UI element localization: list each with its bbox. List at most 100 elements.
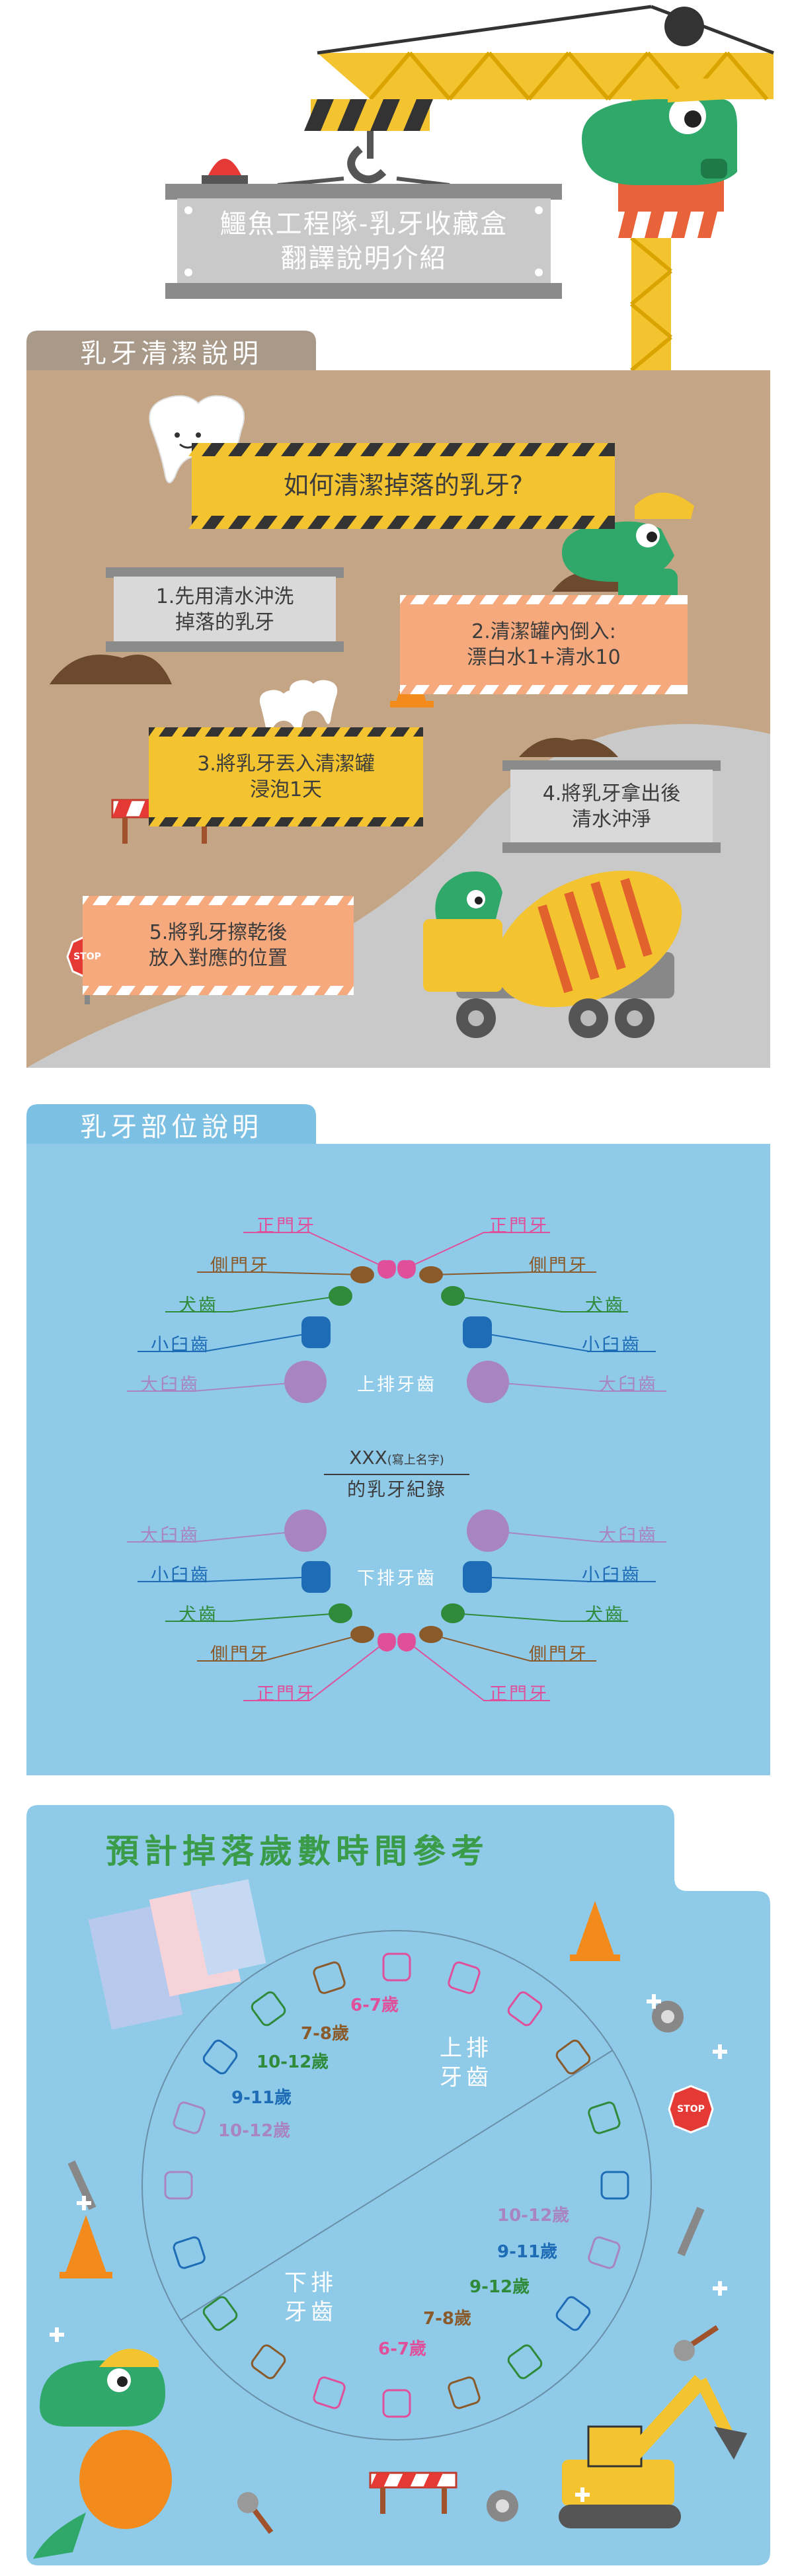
lower-right-second-molar-tooth: [467, 1509, 509, 1552]
age-tooth-slot: [448, 2376, 481, 2409]
record-caption: 的乳牙紀錄: [346, 1478, 446, 1500]
age-lower-canine: 9-12歲: [469, 2277, 530, 2297]
lower-left-lateral-incisor-leader: [197, 1634, 363, 1662]
age-tooth-slot: [313, 1961, 346, 1994]
label-upper-right-first-molar: 小臼齒: [582, 1335, 641, 1355]
lower-right-second-molar-leader: [487, 1530, 666, 1543]
ages-upper-label: 上排 牙齒: [440, 2034, 493, 2091]
lower-right-canine-tooth: [441, 1603, 465, 1623]
step5-plate-shape: [83, 896, 354, 995]
age-upper-first-molar: 9-11歲: [231, 2088, 292, 2108]
positions-background: [26, 1104, 770, 1775]
age-tooth-slot: [173, 2101, 206, 2134]
lower-left-first-molar-tooth: [301, 1561, 331, 1593]
age-lower-second-molar: 10-12歲: [497, 2206, 570, 2226]
upper-right-first-molar-tooth: [463, 1316, 492, 1348]
name-record-center: XXX(寫上名字) 的乳牙紀錄: [311, 1445, 483, 1504]
upper-left-second-molar-leader: [127, 1381, 306, 1392]
age-upper-canine: 10-12歲: [257, 2052, 329, 2072]
age-upper-lateral: 7-8歲: [301, 2024, 349, 2044]
label-lower-left-canine: 犬齒: [179, 1605, 218, 1625]
label-upper-left-lateral: 側門牙: [210, 1256, 270, 1276]
lower-right-canine-leader: [452, 1613, 628, 1622]
step1-text: 1.先用清水沖洗 掉落的乳牙: [155, 585, 294, 634]
upper-right-central-incisor-leader: [406, 1232, 550, 1269]
upper-left-lateral-incisor-leader: [197, 1271, 363, 1275]
age-tooth-slot: [448, 1961, 481, 1994]
title-plate-shape: [165, 184, 562, 299]
ages-section: 預計掉落歲數時間參考 上排 牙齒 下排 牙齒 6-7歲 7-8歲 10-12歲 …: [0, 1798, 794, 2576]
lower-right-first-molar-leader: [477, 1576, 656, 1582]
lower-left-central-incisor-tooth: [377, 1632, 396, 1652]
age-lower-lateral: 7-8歲: [423, 2309, 471, 2329]
label-lower-left-first-molar: 小臼齒: [151, 1565, 210, 1586]
label-upper-left-first-molar: 小臼齒: [151, 1335, 210, 1355]
label-lower-right-canine: 犬齒: [585, 1605, 625, 1625]
step3-text: 3.將乳牙丟入清潔罐 浸泡1天: [197, 752, 375, 801]
step3-plate-shape: [149, 727, 423, 826]
age-tooth-slot: [382, 2389, 411, 2418]
age-tooth-slot: [588, 2101, 621, 2134]
age-tooth-slot: [251, 2344, 286, 2380]
age-outer-ring: [141, 1930, 652, 2440]
upper-left-first-molar-leader: [138, 1332, 317, 1352]
ages-background: [26, 1805, 770, 2565]
step2-plate-shape: [400, 595, 688, 694]
label-lower-right-central: 正門牙: [489, 1684, 549, 1705]
upper-left-second-molar-tooth: [284, 1361, 327, 1403]
label-upper-left-central: 正門牙: [257, 1216, 316, 1236]
age-tooth-slot: [507, 1991, 543, 2027]
age-tooth-slot: [588, 2236, 621, 2269]
lower-left-canine-tooth: [329, 1603, 352, 1623]
cleaning-question: 如何清潔掉落的乳牙?: [283, 471, 524, 501]
age-upper-central: 6-7歲: [350, 1995, 399, 2015]
age-tooth-slot: [382, 1952, 411, 1982]
lower-row-label: 下排牙齒: [357, 1568, 436, 1589]
age-tooth-slot: [555, 2296, 591, 2331]
label-lower-right-first-molar: 小臼齒: [582, 1565, 641, 1586]
age-tooth-slot: [202, 2039, 238, 2075]
upper-left-canine-leader: [165, 1295, 341, 1312]
step5-text: 5.將乳牙擦乾後 放入對應的位置: [149, 921, 288, 970]
stop-sign-text: STOP: [73, 951, 101, 962]
upper-right-canine-tooth: [441, 1286, 465, 1306]
lower-left-canine-leader: [165, 1613, 341, 1622]
lower-left-lateral-incisor-tooth: [350, 1626, 374, 1643]
lower-right-central-incisor-leader: [406, 1640, 550, 1701]
label-upper-right-lateral: 側門牙: [529, 1256, 588, 1276]
page-title-line2: 翻譯說明介紹: [280, 243, 448, 274]
upper-right-first-molar-leader: [477, 1332, 656, 1352]
age-tooth-slot: [202, 2296, 238, 2331]
age-tooth-slot: [251, 1991, 286, 2027]
upper-right-central-incisor-tooth: [397, 1260, 416, 1279]
upper-right-lateral-incisor-leader: [430, 1271, 596, 1275]
label-lower-left-lateral: 側門牙: [210, 1644, 270, 1665]
name-placeholder-note: (寫上名字): [387, 1453, 444, 1467]
positions-section: 乳牙部位說明 上排牙齒 下排牙齒 XXX(寫上名字) 的乳牙紀錄 正門牙 側門牙…: [0, 1098, 794, 1785]
page-title: 鱷魚工程隊-乳牙收藏盒 翻譯說明介紹: [177, 200, 551, 283]
label-upper-right-second-molar: 大臼齒: [598, 1375, 658, 1395]
upper-row-label: 上排牙齒: [357, 1375, 436, 1395]
lower-left-second-molar-tooth: [284, 1509, 327, 1552]
ages-title: 預計掉落歲數時間參考: [106, 1831, 489, 1871]
question-sign-shape: [188, 443, 615, 529]
name-placeholder: XXX: [349, 1447, 387, 1469]
label-upper-left-second-molar: 大臼齒: [140, 1375, 200, 1395]
tooth-position-chart: [127, 1232, 666, 1701]
label-lower-left-central: 正門牙: [257, 1684, 316, 1705]
lower-left-first-molar-leader: [138, 1576, 317, 1582]
upper-right-canine-leader: [452, 1295, 628, 1312]
ages-stop-sign-text: STOP: [677, 2103, 705, 2114]
lower-right-lateral-incisor-leader: [430, 1634, 596, 1662]
step4-text: 4.將乳牙拿出後 清水沖淨: [542, 782, 681, 831]
age-reference-chart: [141, 1930, 652, 2440]
age-tooth-slot: [313, 2376, 346, 2409]
label-upper-right-central: 正門牙: [489, 1216, 549, 1236]
cleaning-section: 乳牙清潔說明 如何清潔掉落的乳牙? 1.先用清水沖洗 掉落的乳牙 2.清潔罐內倒…: [0, 324, 794, 1078]
upper-left-central-incisor-tooth: [377, 1260, 396, 1279]
cleaning-tab-title: 乳牙清潔說明: [80, 339, 262, 369]
upper-left-first-molar-tooth: [301, 1316, 331, 1348]
step4-plate-shape: [502, 760, 721, 853]
age-tooth-slot: [164, 2171, 193, 2200]
age-tooth-slot: [173, 2236, 206, 2269]
